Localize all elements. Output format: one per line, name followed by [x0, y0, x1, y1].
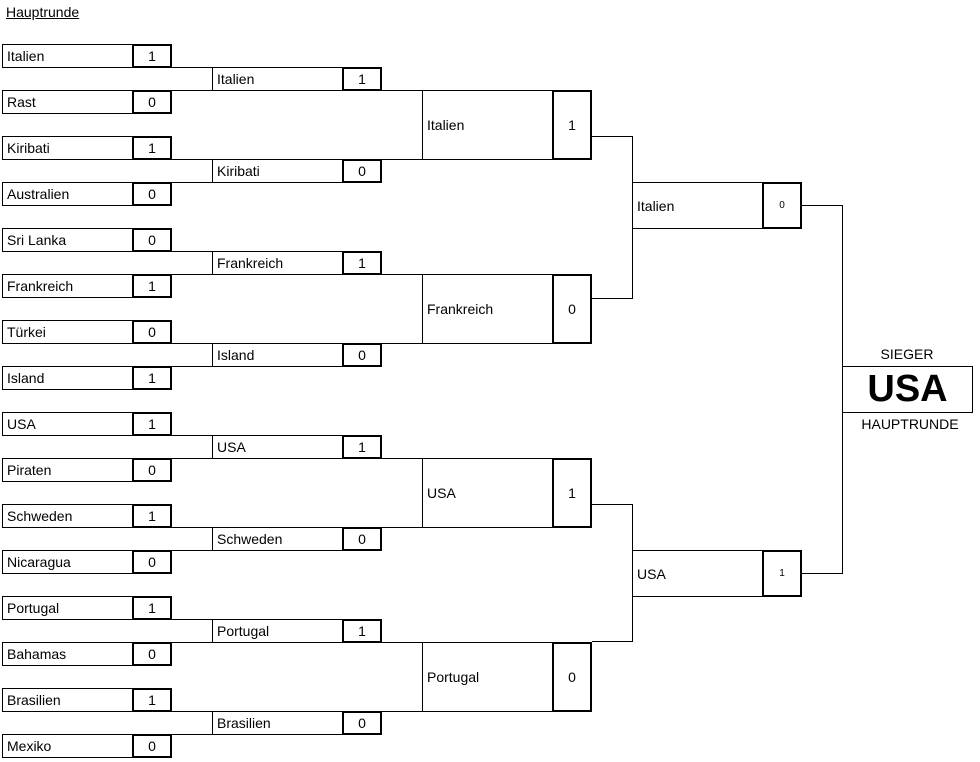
team-score: 0 — [342, 343, 382, 367]
team-name: Piraten — [2, 458, 132, 482]
team-name: USA — [212, 435, 342, 459]
winner-round-label: HAUPTRUNDE — [861, 416, 959, 432]
team-score: 0 — [132, 320, 172, 344]
team-score: 1 — [132, 136, 172, 160]
team-name: Türkei — [2, 320, 132, 344]
connector-line — [172, 343, 212, 344]
team-name: Mexiko — [2, 734, 132, 758]
connector-line — [172, 251, 212, 252]
team-name: Italien — [212, 67, 342, 91]
team-name: Portugal — [422, 642, 552, 712]
page-title: Hauptrunde — [6, 4, 80, 20]
team-score: 1 — [342, 619, 382, 643]
team-score: 0 — [132, 734, 172, 758]
team-name: Kiribati — [2, 136, 132, 160]
connector-line — [172, 67, 212, 68]
connector-line — [382, 458, 422, 459]
team-name: Portugal — [2, 596, 132, 620]
team-name: Frankreich — [2, 274, 132, 298]
connector-line — [172, 366, 212, 367]
team-score: 0 — [132, 642, 172, 666]
team-name: Italien — [632, 182, 762, 229]
connector-line — [172, 711, 212, 712]
team-name: Nicaragua — [2, 550, 132, 574]
connector-line — [382, 711, 422, 712]
connector-line — [172, 527, 212, 528]
team-score: 1 — [342, 251, 382, 275]
team-name: Sri Lanka — [2, 228, 132, 252]
team-score: 0 — [132, 90, 172, 114]
team-score: 0 — [552, 642, 592, 712]
team-name: Schweden — [212, 527, 342, 551]
team-score: 0 — [762, 182, 802, 229]
connector-line — [172, 159, 212, 160]
connector-line — [172, 458, 212, 459]
team-score: 0 — [132, 458, 172, 482]
team-score: 0 — [132, 550, 172, 574]
connector-line — [382, 159, 422, 160]
team-name: USA — [632, 550, 762, 597]
team-score: 0 — [552, 274, 592, 344]
connector-line — [172, 182, 212, 183]
team-name: Brasilien — [2, 688, 132, 712]
connector-line — [172, 274, 212, 275]
team-score: 1 — [132, 366, 172, 390]
connector-line — [172, 642, 212, 643]
connector-line — [172, 550, 212, 551]
team-score: 1 — [132, 274, 172, 298]
team-score: 1 — [342, 435, 382, 459]
connector-line — [172, 435, 212, 436]
connector-line — [382, 274, 422, 275]
team-score: 1 — [762, 550, 802, 597]
team-name: USA — [422, 458, 552, 528]
team-name: Schweden — [2, 504, 132, 528]
team-score: 0 — [132, 228, 172, 252]
connector-line — [382, 343, 422, 344]
connector-line — [592, 136, 632, 137]
connector-line — [592, 504, 632, 505]
connector-line — [802, 573, 842, 574]
connector-line — [592, 641, 632, 642]
team-name: Italien — [2, 44, 132, 68]
team-score: 0 — [342, 711, 382, 735]
team-score: 0 — [132, 182, 172, 206]
connector-line — [382, 642, 422, 643]
team-score: 1 — [132, 596, 172, 620]
team-name: USA — [2, 412, 132, 436]
team-score: 1 — [132, 412, 172, 436]
team-score: 0 — [342, 159, 382, 183]
team-name: Brasilien — [212, 711, 342, 735]
connector-line — [172, 90, 212, 91]
connector-line — [172, 734, 212, 735]
team-score: 1 — [132, 688, 172, 712]
connector-line — [592, 298, 632, 299]
team-name: Island — [212, 343, 342, 367]
team-name: Bahamas — [2, 642, 132, 666]
winner-label: SIEGER — [880, 346, 934, 362]
connector-line — [802, 205, 842, 206]
team-score: 1 — [132, 44, 172, 68]
team-score: 1 — [552, 458, 592, 528]
team-name: Frankreich — [212, 251, 342, 275]
connector-line — [382, 527, 422, 528]
team-name: Island — [2, 366, 132, 390]
team-score: 0 — [342, 527, 382, 551]
team-name: Frankreich — [422, 274, 552, 344]
team-name: Portugal — [212, 619, 342, 643]
connector-line — [172, 619, 212, 620]
team-name: Australien — [2, 182, 132, 206]
team-score: 1 — [132, 504, 172, 528]
team-name: Kiribati — [212, 159, 342, 183]
team-score: 1 — [552, 90, 592, 160]
connector-line — [382, 90, 422, 91]
team-name: Italien — [422, 90, 552, 160]
team-name: Rast — [2, 90, 132, 114]
team-score: 1 — [342, 67, 382, 91]
winner-box: USA — [842, 366, 973, 413]
